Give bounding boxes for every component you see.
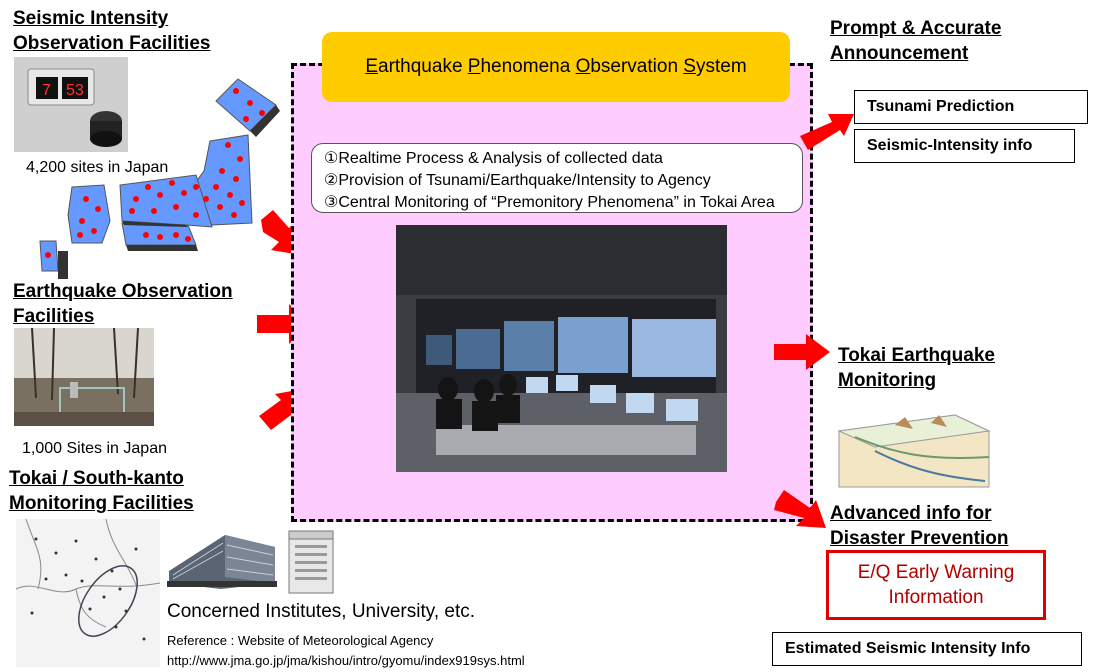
function-item: ②Provision of Tsunami/Earthquake/Intensi… xyxy=(324,172,711,189)
system-functions-list: ①Realtime Process & Analysis of collecte… xyxy=(311,143,803,213)
reference-url[interactable]: http://www.jma.go.jp/jma/kishou/intro/gy… xyxy=(167,653,525,668)
tsunami-prediction-box: Tsunami Prediction xyxy=(854,90,1088,124)
estimated-intensity-box: Estimated Seismic Intensity Info xyxy=(772,632,1082,666)
eq-station-photo xyxy=(14,328,154,426)
advanced-arrow xyxy=(774,490,826,528)
seismometer-photo: 7 53 xyxy=(14,57,128,152)
tokai-station-map xyxy=(16,519,160,667)
institute-buildings xyxy=(167,530,334,594)
plate-diagram xyxy=(835,407,993,491)
seismic-sites-label: 4,200 sites in Japan xyxy=(26,159,169,176)
function-item: ③Central Monitoring of “Premonitory Phen… xyxy=(324,194,775,211)
japan-map xyxy=(39,78,280,279)
svg-text:53: 53 xyxy=(66,82,84,99)
control-room-photo xyxy=(396,225,727,472)
seismic-intensity-info-box: Seismic-Intensity info xyxy=(854,129,1075,163)
svg-text:7: 7 xyxy=(42,82,51,99)
institutes-label: Concerned Institutes, University, etc. xyxy=(167,601,475,622)
reference-label: Reference : Website of Meteorological Ag… xyxy=(167,633,434,648)
announcement-arrow xyxy=(800,114,854,150)
system-title: Earthquake Phenomena Observation System xyxy=(322,32,790,102)
eq-sites-label: 1,000 Sites in Japan xyxy=(22,440,167,457)
tokai-arrow xyxy=(774,334,830,370)
function-item: ①Realtime Process & Analysis of collecte… xyxy=(324,150,663,167)
